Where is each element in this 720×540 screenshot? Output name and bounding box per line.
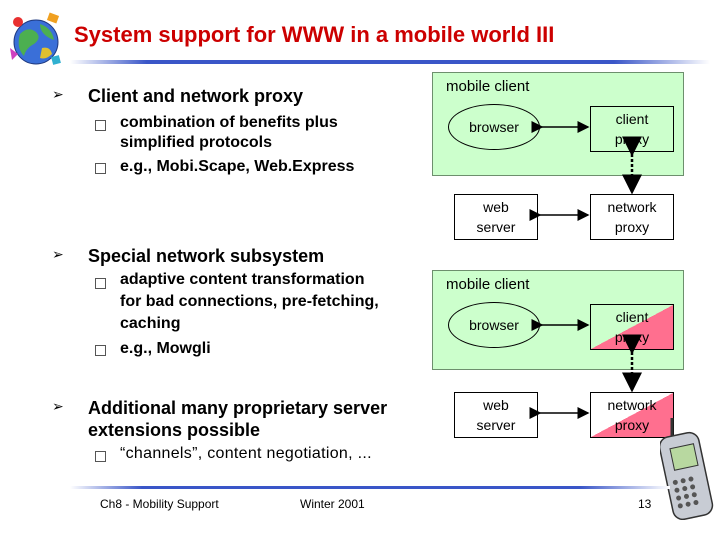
page-number: 13 [638, 497, 652, 511]
checkbox-bullet-icon [95, 120, 106, 131]
bullet-arrow-icon: ➢ [52, 246, 64, 262]
list-item: e.g., Mobi.Scape, Web.Express [120, 158, 355, 175]
network-proxy-node: network proxy [590, 392, 674, 438]
list-item: simplified protocols [120, 134, 273, 151]
bullet-arrow-icon: ➢ [52, 86, 64, 102]
web-server-node: web server [454, 194, 538, 240]
web-server-node: web server [454, 392, 538, 438]
network-proxy-label-line1: network [607, 397, 657, 413]
client-proxy-label-line1: client [615, 309, 649, 325]
web-server-label-line2: server [476, 417, 516, 433]
client-proxy-label-line1: client [615, 111, 649, 127]
checkbox-bullet-icon [95, 451, 106, 462]
title-divider [70, 60, 710, 64]
list-item: caching [120, 315, 181, 332]
web-server-label-line2: server [476, 219, 516, 235]
checkbox-bullet-icon [95, 278, 106, 289]
logo-globe-icon [6, 8, 66, 70]
checkbox-bullet-icon [95, 163, 106, 174]
browser-node: browser [448, 104, 540, 150]
checkbox-bullet-icon [95, 345, 106, 356]
bullet-arrow-icon: ➢ [52, 398, 64, 414]
list-item: adaptive content transformation [120, 271, 365, 288]
list-item: for bad connections, pre-fetching, [120, 293, 379, 310]
mobile-phone-icon [658, 416, 718, 521]
section-heading: extensions possible [88, 420, 261, 440]
network-proxy-label-line2: proxy [614, 417, 650, 433]
browser-label: browser [469, 317, 519, 333]
web-server-label-line1: web [483, 199, 509, 215]
footer-divider [70, 486, 670, 489]
network-proxy-node: network proxy [590, 194, 674, 240]
section-heading: Client and network proxy [88, 86, 304, 106]
list-item: combination of benefits plus [120, 114, 338, 131]
list-item: e.g., Mowgli [120, 340, 211, 357]
network-proxy-label-line2: proxy [614, 219, 650, 235]
footer-date: Winter 2001 [300, 497, 365, 511]
browser-node: browser [448, 302, 540, 348]
list-item: “channels”, content negotiation, ... [120, 445, 372, 462]
footer-chapter: Ch8 - Mobility Support [100, 497, 219, 511]
web-server-label-line1: web [483, 397, 509, 413]
page-title: System support for WWW in a mobile world… [74, 22, 555, 47]
network-proxy-label-line1: network [607, 199, 657, 215]
mobile-client-label: mobile client [446, 78, 530, 95]
section-heading: Special network subsystem [88, 246, 325, 266]
section-heading: Additional many proprietary server [88, 398, 388, 418]
browser-label: browser [469, 119, 519, 135]
mobile-client-label: mobile client [446, 276, 530, 293]
